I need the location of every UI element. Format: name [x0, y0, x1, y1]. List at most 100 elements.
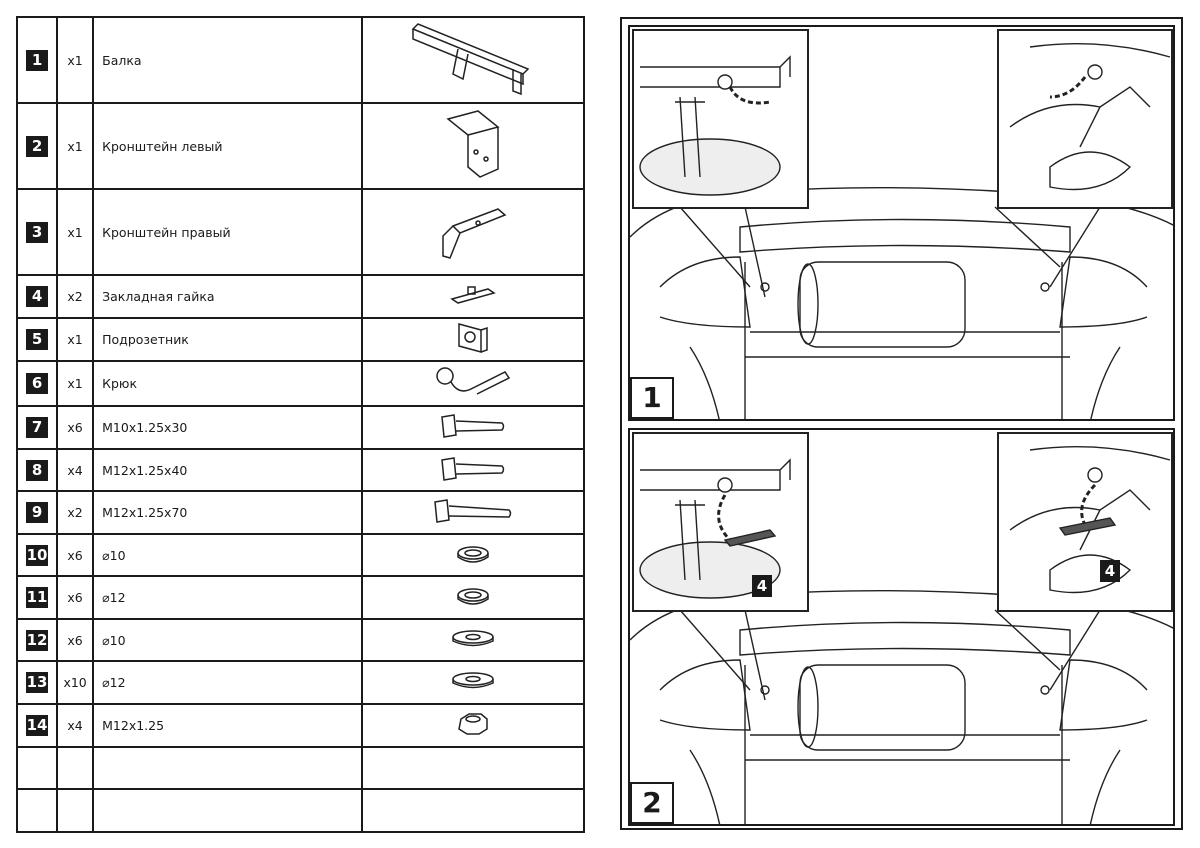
- part-quantity: x6: [56, 533, 95, 577]
- part-number-cell: 2: [15, 102, 59, 190]
- flat-washer-icon: [360, 618, 586, 662]
- part-number-cell: 6: [15, 360, 59, 407]
- empty-picture-cell: [360, 788, 586, 833]
- part-row: 11 x6 ⌀12: [15, 575, 586, 620]
- socket-plate-icon: [360, 317, 586, 362]
- step-number: 2: [630, 782, 674, 824]
- part-name: M12x1.25x40: [92, 448, 363, 492]
- part-number-cell: [15, 746, 59, 790]
- part-row: 10 x6 ⌀10: [15, 533, 586, 577]
- part-number-badge: 5: [26, 329, 49, 350]
- part-number-badge: 1: [26, 49, 49, 71]
- part-quantity: x1: [56, 317, 95, 362]
- installation-figures: 1 4 4 2: [620, 17, 1183, 830]
- spring-washer-icon: [360, 533, 586, 577]
- part-number-cell: 3: [15, 188, 59, 276]
- step-1-illustration: [630, 29, 1173, 419]
- part-number-cell: 1: [15, 16, 59, 104]
- part-number-cell: 5: [15, 317, 59, 362]
- part-row: 6 x1 Крюк: [15, 360, 586, 407]
- part-quantity: x1: [56, 102, 95, 190]
- part-name: Кронштейн левый: [92, 102, 363, 190]
- part-number-badge: 12: [25, 629, 49, 651]
- part-name: ⌀12: [92, 660, 363, 705]
- embedded-nut-plate-icon: [360, 274, 586, 319]
- part-number-cell: 7: [15, 405, 59, 450]
- parts-table: 1 x1 Балка 2 x1 Кронштейн левый 3 x1 Кро…: [15, 16, 586, 833]
- part-name: ⌀12: [92, 575, 363, 620]
- tow-bar-beam-icon: [360, 16, 586, 104]
- part-name: M12x1.25: [92, 703, 363, 748]
- part-quantity: x6: [56, 405, 95, 450]
- callout-part-4-left: 4: [752, 575, 772, 597]
- part-row: 4 x2 Закладная гайка: [15, 274, 586, 319]
- part-number-badge: 7: [26, 417, 49, 438]
- part-number-cell: 8: [15, 448, 59, 492]
- callout-part-4-right: 4: [1100, 560, 1120, 582]
- part-quantity: x1: [56, 360, 95, 407]
- hex-nut-icon: [360, 703, 586, 748]
- part-row: 3 x1 Кронштейн правый: [15, 188, 586, 276]
- part-number-badge: 6: [26, 373, 49, 394]
- part-number-badge: 4: [26, 286, 49, 307]
- part-row: 13 x10 ⌀12: [15, 660, 586, 705]
- part-number-cell: 13: [15, 660, 59, 705]
- step-2-panel: 4 4 2: [628, 428, 1175, 826]
- part-row: [15, 746, 586, 790]
- bolt-icon: [360, 448, 586, 492]
- part-row: [15, 788, 586, 833]
- part-quantity: x6: [56, 618, 95, 662]
- part-quantity: [56, 746, 95, 790]
- part-name: Закладная гайка: [92, 274, 363, 319]
- part-quantity: x1: [56, 16, 95, 104]
- part-number-badge: 8: [26, 459, 49, 481]
- part-number-badge: 11: [25, 587, 49, 608]
- right-bracket-icon: [360, 188, 586, 276]
- part-name: Подрозетник: [92, 317, 363, 362]
- part-name: Крюк: [92, 360, 363, 407]
- part-number-cell: 11: [15, 575, 59, 620]
- part-name: [92, 788, 363, 833]
- part-row: 2 x1 Кронштейн левый: [15, 102, 586, 190]
- part-name: M12x1.25x70: [92, 490, 363, 535]
- part-row: 5 x1 Подрозетник: [15, 317, 586, 362]
- spring-washer-icon: [360, 575, 586, 620]
- part-row: 8 x4 M12x1.25x40: [15, 448, 586, 492]
- left-bracket-icon: [360, 102, 586, 190]
- part-name: ⌀10: [92, 533, 363, 577]
- step-2-illustration: [630, 432, 1173, 824]
- part-number-badge: 14: [25, 715, 49, 736]
- part-quantity: x2: [56, 274, 95, 319]
- part-number-cell: 4: [15, 274, 59, 319]
- flat-washer-icon: [360, 660, 586, 705]
- part-quantity: x4: [56, 448, 95, 492]
- part-quantity: [56, 788, 95, 833]
- part-number-cell: 14: [15, 703, 59, 748]
- long-bolt-icon: [360, 490, 586, 535]
- part-name: M10x1.25x30: [92, 405, 363, 450]
- part-number-cell: 9: [15, 490, 59, 535]
- part-quantity: x4: [56, 703, 95, 748]
- part-number-badge: 10: [25, 544, 49, 566]
- part-name: Балка: [92, 16, 363, 104]
- part-number-cell: 12: [15, 618, 59, 662]
- part-row: 9 x2 M12x1.25x70: [15, 490, 586, 535]
- empty-picture-cell: [360, 746, 586, 790]
- part-number-badge: 2: [26, 135, 49, 157]
- part-name: [92, 746, 363, 790]
- part-name: Кронштейн правый: [92, 188, 363, 276]
- part-quantity: x10: [56, 660, 95, 705]
- part-number-cell: 10: [15, 533, 59, 577]
- part-quantity: x1: [56, 188, 95, 276]
- bolt-icon: [360, 405, 586, 450]
- part-number-cell: [15, 788, 59, 833]
- part-number-badge: 13: [25, 672, 49, 693]
- part-name: ⌀10: [92, 618, 363, 662]
- tow-hook-icon: [360, 360, 586, 407]
- part-number-badge: 3: [26, 221, 49, 243]
- step-number: 1: [630, 377, 674, 419]
- part-quantity: x6: [56, 575, 95, 620]
- part-quantity: x2: [56, 490, 95, 535]
- part-row: 12 x6 ⌀10: [15, 618, 586, 662]
- step-1-panel: 1: [628, 25, 1175, 421]
